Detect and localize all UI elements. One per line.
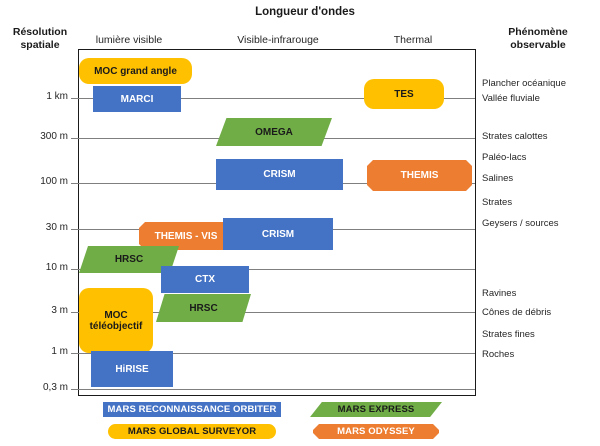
phenomenon-label: Cônes de débris <box>482 307 552 318</box>
phenomenon-label: Strates calottes <box>482 131 548 142</box>
instrument-bar-tes[interactable]: TES <box>364 79 444 109</box>
phenomenon-label: Geysers / sources <box>482 218 559 229</box>
instrument-bar-moc-grand-angle[interactable]: MOC grand angle <box>79 58 192 84</box>
instrument-bar-label: CRISM <box>263 169 296 180</box>
phenomenon-label: Plancher océanique <box>482 78 566 89</box>
instrument-bar-label: CTX <box>195 274 215 285</box>
y-axis-label: 100 m <box>40 176 68 187</box>
instrument-bar-crism[interactable]: CRISM <box>223 218 333 250</box>
axis-tick-mark <box>71 353 79 354</box>
instrument-bar-themis[interactable]: THEMIS <box>367 160 472 191</box>
gridline <box>79 269 475 270</box>
legend-item-mars-reconnaissance-orbiter[interactable]: MARS RECONNAISSANCE ORBITER <box>103 402 281 417</box>
axis-tick-mark <box>71 312 79 313</box>
instrument-bar-label: HRSC <box>114 254 144 265</box>
column-header-visible: lumière visible <box>95 34 163 46</box>
instrument-bar-label: téléobjectif <box>89 320 143 332</box>
instrument-bar-ctx[interactable]: CTX <box>161 266 249 293</box>
phenomenon-label: Ravines <box>482 288 517 299</box>
phenomena-column-title: Phénomène observable <box>480 26 596 52</box>
axis-tick-mark <box>71 138 79 139</box>
instrument-bar-crism[interactable]: CRISM <box>216 159 343 190</box>
y-axis-label: 0,3 m <box>42 382 68 393</box>
instrument-bar-label: MOC <box>104 309 128 321</box>
gridline <box>79 389 475 390</box>
instrument-bar-label: HiRISE <box>115 363 149 375</box>
legend-item-label: MARS ODYSSEY <box>337 426 415 437</box>
instrument-bar-label: THEMIS <box>400 170 439 181</box>
legend-item-label: MARS RECONNAISSANCE ORBITER <box>107 404 277 415</box>
legend-item-label: MARS GLOBAL SURVEYOR <box>127 426 257 437</box>
y-axis-title-line2: spatiale <box>20 39 60 51</box>
gridline <box>79 98 475 99</box>
axis-tick-mark <box>71 229 79 230</box>
axis-tick-mark <box>71 183 79 184</box>
phenomenon-label: Salines <box>482 173 514 184</box>
gridline <box>79 353 475 354</box>
legend-item-label: MARS EXPRESS <box>337 404 415 415</box>
axis-tick-mark <box>71 389 79 390</box>
column-header-visible-infrared: Visible-infrarouge <box>237 34 319 46</box>
y-axis-label: 1 m <box>51 346 68 357</box>
instrument-bar-label: OMEGA <box>255 126 293 138</box>
axis-tick-mark <box>71 98 79 99</box>
instrument-bar-label: HRSC <box>189 302 218 314</box>
axis-tick-mark <box>71 269 79 270</box>
y-axis-label: 3 m <box>51 305 68 316</box>
instrument-bar-label: TES <box>394 88 414 100</box>
y-axis-label: 10 m <box>45 262 68 273</box>
instrument-bar-hrsc[interactable]: HRSC <box>156 294 251 322</box>
phenomenon-label: Strates fines <box>482 329 535 340</box>
phenomena-column-title-line2: observable <box>510 39 566 51</box>
phenomenon-label: Strates <box>482 197 513 208</box>
y-axis-label: 1 km <box>46 91 68 102</box>
instrument-bar-label: CRISM <box>261 228 295 240</box>
y-axis-label: 300 m <box>40 131 68 142</box>
y-axis-label: 30 m <box>45 222 68 233</box>
phenomenon-label: Vallée fluviale <box>482 93 540 104</box>
instrument-bar-themis-vis[interactable]: THEMIS - VIS <box>139 222 233 250</box>
legend-item-mars-odyssey[interactable]: MARS ODYSSEY <box>313 424 439 439</box>
phenomenon-label: Paléo-lacs <box>482 152 527 163</box>
gridline <box>79 312 475 313</box>
instrument-bar-omega[interactable]: OMEGA <box>216 118 332 146</box>
instrument-bar-hirise[interactable]: HiRISE <box>91 351 173 387</box>
instrument-bar-label: MARCI <box>120 93 154 105</box>
phenomenon-label: Roches <box>482 349 515 360</box>
legend-item-mars-global-surveyor[interactable]: MARS GLOBAL SURVEYOR <box>108 424 276 439</box>
y-axis-title: Résolution spatiale <box>6 26 74 52</box>
instrument-bar-label: THEMIS - VIS <box>154 230 218 242</box>
column-header-thermal: Thermal <box>393 34 433 46</box>
chart-title: Longueur d'ondes <box>255 6 355 18</box>
phenomena-column-title-line1: Phénomène <box>508 26 568 38</box>
instrument-bar-label: MOC grand angle <box>94 65 177 77</box>
y-axis-title-line1: Résolution <box>12 26 68 38</box>
legend-item-mars-express[interactable]: MARS EXPRESS <box>310 402 442 417</box>
instrument-bar-marci[interactable]: MARCI <box>93 86 181 112</box>
